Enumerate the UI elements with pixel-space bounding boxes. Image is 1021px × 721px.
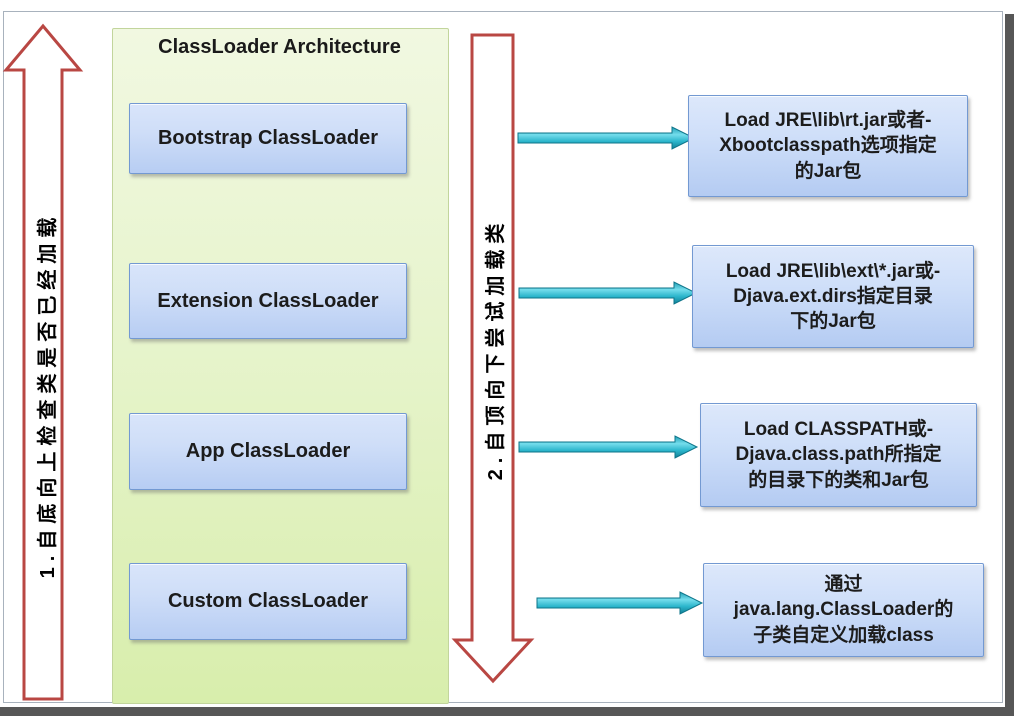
target-box-custom: 通过 java.lang.ClassLoader的 子类自定义加载class	[703, 563, 984, 657]
up-arrow-label: 1.自底向上检查类是否已经加载	[37, 211, 59, 579]
frame-shadow-bottom	[0, 707, 1014, 716]
flow-arrow-2	[518, 281, 698, 305]
target-box-bootstrap: Load JRE\lib\rt.jar或者- Xbootclasspath选项指…	[688, 95, 968, 197]
frame-shadow-right	[1005, 14, 1014, 716]
loader-box-custom: Custom ClassLoader	[129, 563, 407, 640]
flow-arrow-4	[536, 591, 704, 615]
down-arrow-label: 2.自顶向下尝试加载类	[485, 217, 507, 481]
down-arrow-shape	[451, 33, 535, 684]
flow-arrow-1	[517, 126, 696, 150]
up-arrow-shape	[2, 23, 84, 701]
target-box-extension: Load JRE\lib\ext\*.jar或- Djava.ext.dirs指…	[692, 245, 974, 348]
frame-border	[3, 11, 1003, 703]
panel-title: ClassLoader Architecture	[158, 36, 401, 58]
flow-arrow-3	[518, 435, 699, 459]
loader-box-extension: Extension ClassLoader	[129, 263, 407, 339]
loader-box-bootstrap: Bootstrap ClassLoader	[129, 103, 407, 174]
target-box-app: Load CLASSPATH或- Djava.class.path所指定 的目录…	[700, 403, 977, 507]
loader-box-app: App ClassLoader	[129, 413, 407, 490]
